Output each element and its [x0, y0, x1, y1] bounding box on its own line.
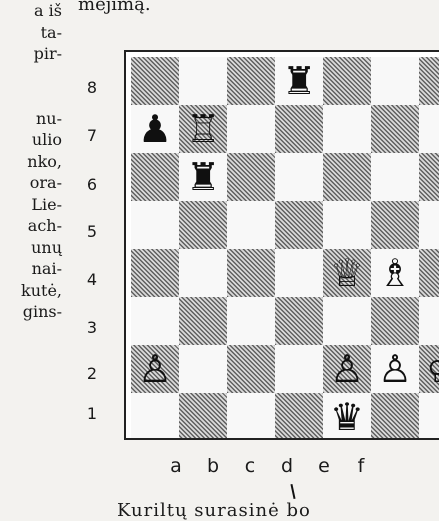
white-rook-b7: ♖	[179, 105, 227, 153]
square-g3	[419, 297, 439, 345]
square-d7	[275, 105, 323, 153]
black-rook-b6: ♜	[179, 153, 227, 201]
rank-label-2: 2	[82, 364, 102, 383]
left-line: Lie-	[0, 194, 62, 216]
rank-label-4: 4	[82, 270, 102, 289]
square-g1	[419, 393, 439, 440]
square-c8	[227, 57, 275, 105]
left-line	[0, 65, 62, 87]
left-line: ora-	[0, 172, 62, 194]
square-e7	[323, 105, 371, 153]
black-pawn-a7: ♟	[131, 105, 179, 153]
square-d2	[275, 345, 323, 393]
square-a1	[131, 393, 179, 440]
square-g5	[419, 201, 439, 249]
square-d1	[275, 393, 323, 440]
white-queen-e4: ♕	[323, 249, 371, 297]
square-c7	[227, 105, 275, 153]
square-b4	[179, 249, 227, 297]
left-line: a iš	[0, 0, 62, 22]
square-b1	[179, 393, 227, 440]
square-f5	[371, 201, 419, 249]
square-c2	[227, 345, 275, 393]
left-line: kutė,	[0, 280, 62, 302]
white-bishop-f4: ♗	[371, 249, 419, 297]
square-b8	[179, 57, 227, 105]
file-label-d: d	[277, 455, 297, 477]
file-label-b: b	[203, 455, 223, 477]
white-king-g2: ♔	[419, 345, 439, 393]
left-column-text: a iš ta- pir- nu- ulio nko, ora- Lie- ac…	[0, 0, 62, 323]
square-e5	[323, 201, 371, 249]
square-e3	[323, 297, 371, 345]
square-c6	[227, 153, 275, 201]
square-d6	[275, 153, 323, 201]
rank-label-5: 5	[82, 222, 102, 241]
file-label-f: f	[351, 455, 371, 477]
handwritten-mark	[290, 484, 295, 499]
white-pawn-e2: ♙	[323, 345, 371, 393]
square-c5	[227, 201, 275, 249]
black-rook-d8: ♜	[275, 57, 323, 105]
square-a3	[131, 297, 179, 345]
square-e8	[323, 57, 371, 105]
file-label-e: e	[314, 455, 334, 477]
square-e6	[323, 153, 371, 201]
square-d4	[275, 249, 323, 297]
left-line: gins-	[0, 301, 62, 323]
white-pawn-f2: ♙	[371, 345, 419, 393]
left-line: ulio	[0, 129, 62, 151]
square-b5	[179, 201, 227, 249]
black-queen-e1: ♛	[323, 393, 371, 440]
square-b2	[179, 345, 227, 393]
chess-board: ♜♟♖♟♜♕♗♙♙♙♔♛	[124, 50, 439, 440]
square-a4	[131, 249, 179, 297]
top-text: mėjimą.	[78, 0, 151, 15]
square-f1	[371, 393, 419, 440]
square-g6	[419, 153, 439, 201]
left-line: unų	[0, 237, 62, 259]
square-c3	[227, 297, 275, 345]
square-f8	[371, 57, 419, 105]
rank-label-7: 7	[82, 126, 102, 145]
rank-label-8: 8	[82, 78, 102, 97]
left-line: nai-	[0, 258, 62, 280]
square-d5	[275, 201, 323, 249]
rank-label-1: 1	[82, 404, 102, 423]
square-c1	[227, 393, 275, 440]
square-g4	[419, 249, 439, 297]
left-line: nu-	[0, 108, 62, 130]
square-c4	[227, 249, 275, 297]
square-g8	[419, 57, 439, 105]
file-labels: a b c d e f	[0, 455, 439, 485]
left-line: nko,	[0, 151, 62, 173]
square-f7	[371, 105, 419, 153]
square-a8	[131, 57, 179, 105]
square-d3	[275, 297, 323, 345]
square-f6	[371, 153, 419, 201]
square-f3	[371, 297, 419, 345]
rank-label-6: 6	[82, 175, 102, 194]
square-a6	[131, 153, 179, 201]
left-line	[0, 86, 62, 108]
left-line: ta-	[0, 22, 62, 44]
left-line: ach-	[0, 215, 62, 237]
white-pawn-a2: ♙	[131, 345, 179, 393]
file-label-c: c	[240, 455, 260, 477]
square-g7	[419, 105, 439, 153]
file-label-a: a	[166, 455, 186, 477]
square-a5	[131, 201, 179, 249]
left-line: pir-	[0, 43, 62, 65]
rank-label-3: 3	[82, 318, 102, 337]
square-b3	[179, 297, 227, 345]
